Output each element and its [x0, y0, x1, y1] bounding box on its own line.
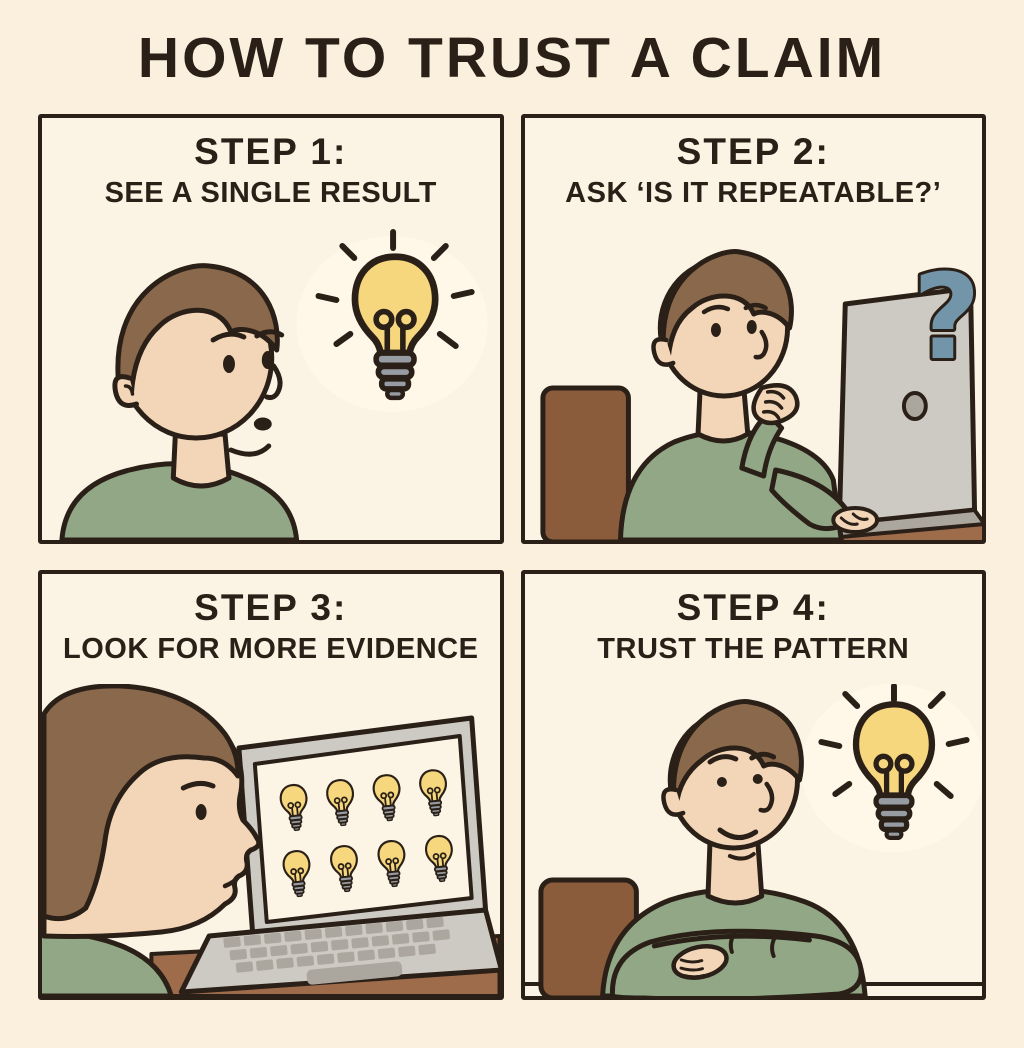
panel-2-header: STEP 2: ASK ‘IS IT REPEATABLE?’ — [525, 118, 983, 210]
hair — [42, 684, 241, 922]
laptop-icon — [178, 715, 500, 995]
eyebrow — [707, 754, 738, 765]
panel-4-step-label: STEP 4: — [676, 587, 830, 629]
chin-line — [228, 443, 272, 458]
bulb-rays — [817, 684, 970, 800]
panel-3-subtitle: LOOK FOR MORE EVIDENCE — [63, 632, 479, 665]
panel-2-subtitle: ASK ‘IS IT REPEATABLE?’ — [565, 176, 942, 209]
eyebrow — [701, 305, 730, 315]
man-figure — [599, 699, 868, 997]
finger-lines — [761, 390, 785, 421]
panel-4-subtitle: TRUST THE PATTERN — [597, 632, 910, 665]
finger-lines — [839, 512, 869, 527]
panel-1-subtitle: SEE A SINGLE RESULT — [104, 176, 437, 209]
cuff-line — [769, 934, 778, 959]
neck — [170, 431, 232, 489]
laptop-keyboard-deck — [178, 907, 500, 995]
keyboard-keys — [223, 917, 450, 986]
eye — [752, 774, 763, 785]
eyebrow — [210, 332, 247, 343]
panel-1-step-label: STEP 1: — [194, 131, 348, 173]
panel-step-2: STEP 2: ASK ‘IS IT REPEATABLE?’ ? — [520, 114, 986, 545]
mouth — [222, 874, 242, 889]
cuff-line — [728, 932, 736, 955]
eye — [746, 320, 757, 335]
shoulder — [42, 931, 174, 997]
eye — [710, 323, 721, 338]
hand-on-keyboard — [830, 506, 879, 535]
eye — [261, 351, 274, 370]
panel-3-header: STEP 3: LOOK FOR MORE EVIDENCE — [42, 574, 500, 666]
panel-2-step-label: STEP 2: — [676, 131, 830, 173]
laptop-logo — [901, 391, 928, 422]
man-figure — [59, 263, 300, 541]
panel-4-illustration — [524, 684, 982, 997]
panel-3-step-label: STEP 3: — [194, 587, 348, 629]
panel-step-1: STEP 1: SEE A SINGLE RESULT — [38, 114, 504, 545]
man-profile-figure — [42, 684, 262, 997]
comic-grid: STEP 1: SEE A SINGLE RESULT — [38, 114, 986, 1001]
nose — [757, 782, 774, 814]
crossed-arms — [609, 929, 864, 997]
arm-seam — [651, 934, 812, 949]
neck — [695, 385, 750, 444]
ear — [112, 374, 139, 409]
nose — [753, 330, 768, 360]
trackpad — [306, 961, 403, 986]
laptop-screen — [252, 734, 474, 925]
smile — [716, 827, 758, 841]
panel-1-illustration — [59, 229, 488, 541]
eyebrow — [748, 752, 776, 761]
arm-raised — [738, 411, 784, 479]
ear — [660, 787, 685, 818]
question-mark-icon: ? — [912, 249, 980, 386]
man-figure — [617, 249, 879, 541]
panel-step-4: STEP 4: TRUST THE PATTERN — [520, 570, 986, 1001]
eyebrow — [743, 303, 768, 311]
eyebrow — [180, 781, 216, 791]
hand — [670, 944, 729, 981]
lightbulb-icon — [817, 684, 970, 838]
chair — [539, 385, 631, 541]
chin-line — [727, 852, 756, 861]
panel-step-3: STEP 3: LOOK FOR MORE EVIDENCE — [38, 570, 504, 1001]
panel-1-header: STEP 1: SEE A SINGLE RESULT — [42, 118, 500, 210]
hair — [115, 263, 280, 402]
mouth — [253, 417, 272, 431]
eyebrow — [254, 329, 285, 339]
bulb-rays — [315, 229, 475, 350]
eye — [223, 355, 235, 374]
eye — [195, 804, 207, 821]
lightbulb-icon — [315, 229, 475, 398]
nose — [264, 363, 283, 401]
page-title: HOW TO TRUST A CLAIM — [137, 26, 887, 90]
panel-2-illustration: ? — [539, 246, 982, 541]
panel-3-illustration — [42, 684, 500, 997]
ear — [650, 337, 675, 368]
panel-4-header: STEP 4: TRUST THE PATTERN — [525, 574, 983, 666]
eye — [716, 777, 727, 788]
